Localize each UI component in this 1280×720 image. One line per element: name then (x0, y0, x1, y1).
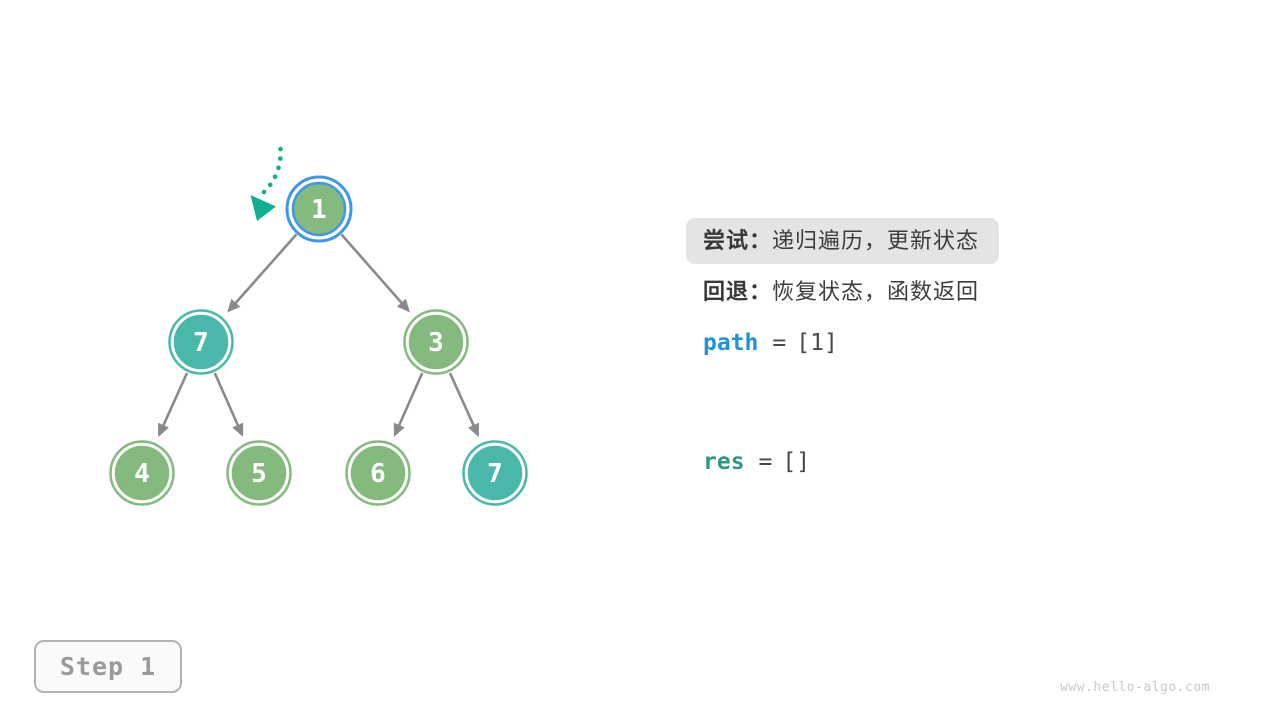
edge-right-to-rightright (448, 372, 479, 437)
path-variable: path = [1] (703, 328, 838, 358)
node-circle (408, 314, 464, 370)
path-equals-sign: = (772, 330, 787, 356)
try-annotation-text: 递归遍历，更新状态 (772, 228, 980, 253)
node-value: 6 (370, 459, 386, 489)
path-variable-value: [1] (796, 330, 838, 356)
node-value: 4 (134, 459, 150, 489)
node-circle (350, 445, 406, 501)
try-annotation: 尝试：递归遍历，更新状态 (686, 218, 1000, 264)
tree-node-left: 7 (168, 309, 234, 375)
node-circle (467, 445, 523, 501)
tree-node-right-left: 6 (345, 440, 411, 506)
watermark: www.hello-algo.com (1060, 680, 1210, 695)
edge-root-to-right (340, 233, 410, 313)
node-value: 1 (311, 195, 327, 225)
res-variable: res = [] (703, 447, 810, 477)
edge-right-to-rightleft (393, 372, 424, 437)
node-circle (173, 314, 229, 370)
node-circle (291, 181, 347, 237)
node-circle (231, 445, 287, 501)
tree-node-left-left: 4 (109, 440, 175, 506)
tree-node-root: 1 (285, 175, 353, 243)
pointer-arrow-dots (260, 146, 283, 196)
backtrack-annotation: 回退：恢复状态，函数返回 (703, 277, 979, 307)
pointer-arrow-icon (250, 146, 283, 221)
path-variable-name: path (703, 330, 759, 356)
res-variable-name: res (703, 449, 745, 475)
edge-left-to-leftleft (158, 372, 189, 437)
node-circle (114, 445, 170, 501)
res-variable-value: [] (782, 449, 811, 475)
tree-node-right: 3 (403, 309, 469, 375)
step-badge: Step 1 (34, 640, 182, 693)
edge-left-to-leftright (213, 372, 244, 437)
edge-root-to-left (227, 233, 298, 313)
node-value: 3 (428, 328, 444, 358)
node-value: 7 (193, 328, 209, 358)
node-value: 7 (487, 459, 503, 489)
try-annotation-label: 尝试： (703, 228, 773, 253)
tree-edges (158, 233, 479, 437)
step-badge-label: Step 1 (59, 652, 157, 681)
node-value: 5 (251, 459, 267, 489)
backtrack-annotation-label: 回退： (703, 279, 773, 304)
tree-node-left-right: 5 (226, 440, 292, 506)
pointer-arrow-head (250, 195, 276, 221)
res-equals-sign: = (758, 449, 773, 475)
backtrack-annotation-text: 恢复状态，函数返回 (772, 279, 980, 304)
tree-node-right-right: 7 (462, 440, 528, 506)
tree-diagram: 1 7 3 4 5 6 7 (109, 146, 528, 506)
